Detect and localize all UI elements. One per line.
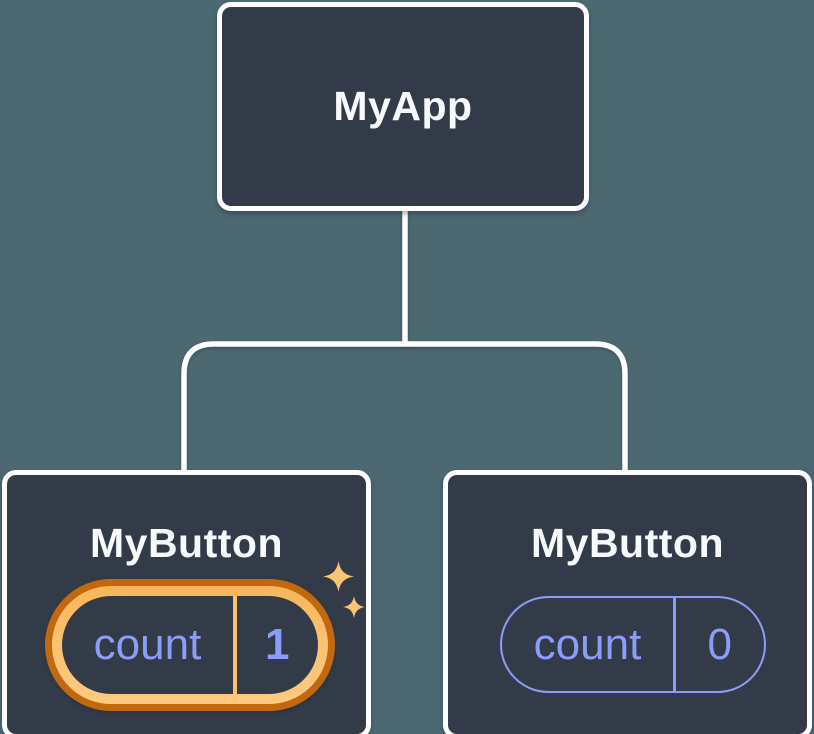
state-value: 1: [265, 620, 290, 669]
sparkle-star-large: [323, 561, 354, 592]
state-value: 0: [707, 619, 732, 669]
state-pill: count 1: [62, 596, 318, 694]
node-myapp: MyApp: [217, 2, 589, 211]
pill-divider: [233, 596, 237, 694]
node-mybutton-plain: MyButton count 0: [443, 470, 812, 734]
state-key: count: [533, 619, 642, 669]
state-pill-highlight-ring: count 1: [45, 579, 335, 711]
node-label: MyButton: [530, 520, 724, 566]
sparkle-star-small: [343, 596, 365, 618]
connector-branch-line: [181, 341, 628, 478]
node-label: MyApp: [333, 83, 473, 129]
node-mybutton-highlighted: MyButton count 1: [2, 470, 371, 734]
sparkle-icon: [323, 561, 365, 618]
node-label: MyButton: [89, 520, 283, 566]
state-key: count: [93, 620, 202, 669]
pill-divider: [673, 598, 676, 691]
state-pill: count 0: [500, 596, 766, 693]
